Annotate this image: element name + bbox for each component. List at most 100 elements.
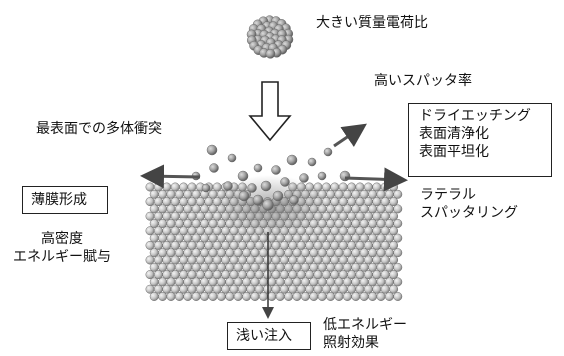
substrate-atom — [363, 255, 373, 265]
substrate-atom — [359, 277, 369, 287]
substrate-atom — [267, 262, 277, 272]
substrate-atom — [166, 277, 176, 287]
substrate-atom — [191, 262, 201, 272]
substrate-atom — [158, 248, 168, 258]
substrate-atom — [208, 248, 218, 258]
substrate-atom — [208, 233, 218, 243]
substrate-atom — [191, 233, 201, 243]
substrate-atom — [330, 284, 340, 294]
substrate-atom — [233, 248, 243, 258]
substrate-atom — [389, 284, 399, 294]
substrate-atom — [149, 248, 159, 258]
substrate-atom — [326, 292, 336, 301]
substrate-atom — [212, 226, 222, 236]
substrate-atom — [179, 211, 189, 221]
substrate-atom — [380, 182, 390, 192]
substrate-atom — [183, 204, 193, 214]
substrate-atom — [330, 240, 340, 250]
substrate-atom — [338, 284, 348, 294]
substrate-atom — [179, 197, 189, 207]
substrate-atom — [200, 262, 210, 272]
substrate-atom — [170, 182, 180, 192]
substrate-atom — [334, 248, 344, 258]
substrate-atom — [363, 284, 373, 294]
substrate-atom — [204, 270, 214, 280]
substrate-atom — [351, 292, 361, 301]
substrate-atom — [359, 292, 369, 301]
substrate-atom — [233, 292, 243, 301]
substrate-atom — [393, 204, 403, 214]
substrate-atom — [389, 182, 399, 192]
substrate-atom — [170, 255, 180, 265]
substrate-atom — [342, 277, 352, 287]
sputtered-atom — [272, 190, 284, 202]
substrate-atom — [187, 240, 197, 250]
substrate-atom — [275, 262, 285, 272]
substrate-atom — [242, 233, 252, 243]
substrate-atom — [179, 284, 189, 294]
substrate-atom — [212, 182, 222, 192]
substrate-atom — [170, 270, 180, 280]
substrate-atom — [191, 189, 201, 199]
substrate-atom — [149, 189, 159, 199]
substrate-atom — [363, 182, 373, 192]
substrate-atom — [200, 277, 210, 287]
substrate-atom — [334, 204, 344, 214]
substrate-atom — [191, 277, 201, 287]
substrate-atom — [216, 292, 226, 301]
app-surface-flattening: 表面平坦化 — [419, 144, 489, 160]
substrate-atom — [242, 248, 252, 258]
substrate-atom — [355, 211, 365, 221]
substrate-atom — [359, 262, 369, 272]
substrate-atom — [342, 292, 352, 301]
substrate-atom — [149, 292, 159, 301]
substrate-atom — [153, 255, 163, 265]
substrate-atom — [380, 226, 390, 236]
substrate-atom — [174, 204, 184, 214]
substrate-atom — [208, 219, 218, 228]
substrate-atom — [338, 255, 348, 265]
substrate-atom — [246, 240, 256, 250]
high-density-line-1: 高密度 — [41, 231, 83, 247]
substrate-atom — [351, 233, 361, 243]
substrate-atom — [321, 211, 331, 221]
substrate-atom — [376, 233, 386, 243]
substrate-atom — [179, 226, 189, 236]
substrate-atom — [166, 248, 176, 258]
substrate-atom — [376, 189, 386, 199]
substrate-atom — [216, 248, 226, 258]
substrate-atom — [149, 204, 159, 214]
sputtered-atom — [289, 195, 299, 205]
substrate-atom — [158, 262, 168, 272]
substrate-atom — [237, 255, 247, 265]
substrate-atom — [225, 262, 235, 272]
substrate-atom — [237, 270, 247, 280]
substrate-atom — [221, 284, 231, 294]
substrate-atom — [330, 270, 340, 280]
substrate-atom — [368, 277, 378, 287]
substrate-atom — [292, 292, 302, 301]
sputtered-atom — [227, 153, 237, 163]
substrate-atom — [359, 248, 369, 258]
substrate-atom — [233, 262, 243, 272]
substrate-atom — [183, 189, 193, 199]
substrate-atom — [305, 226, 315, 236]
thin-film-box: 薄膜形成 — [22, 186, 108, 214]
substrate-atom — [363, 197, 373, 207]
substrate-atom — [347, 240, 357, 250]
substrate-atom — [233, 277, 243, 287]
substrate-atom — [347, 197, 357, 207]
substrate-atom — [242, 262, 252, 272]
scattered-atoms — [191, 144, 351, 211]
substrate-atom — [326, 204, 336, 214]
substrate-atom — [200, 292, 210, 301]
sputtered-atom — [201, 183, 211, 193]
substrate-atom — [389, 197, 399, 207]
substrate-atom — [153, 226, 163, 236]
substrate-atom — [267, 277, 277, 287]
substrate-atom — [372, 182, 382, 192]
substrate-atom — [368, 248, 378, 258]
substrate-atom — [250, 233, 260, 243]
